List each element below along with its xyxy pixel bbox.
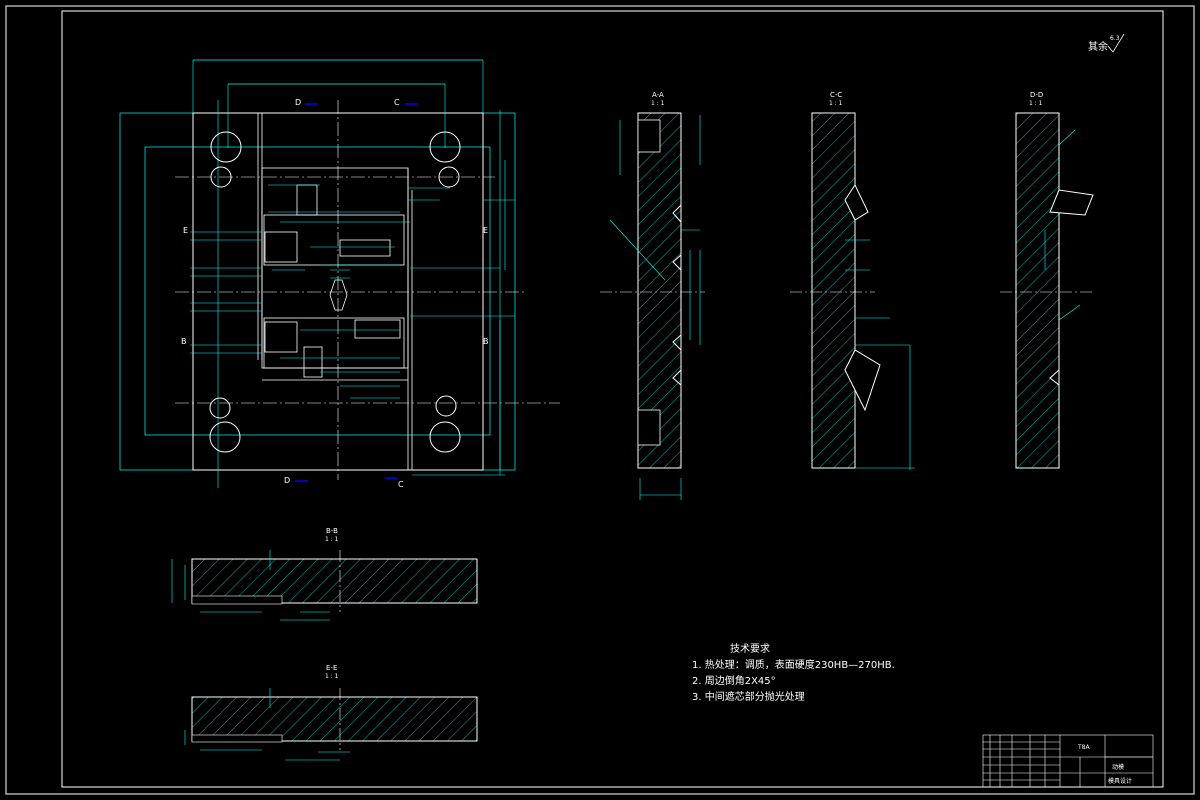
dim-inner-box — [144, 146, 491, 436]
svg-text:E: E — [183, 226, 188, 235]
svg-text:B: B — [483, 337, 489, 346]
outer-frame — [5, 5, 1195, 795]
guide-hole — [438, 166, 460, 188]
section-a-a: A-A 1 : 1 — [600, 91, 705, 500]
title-block-material: T8A — [1078, 744, 1090, 751]
cyan-detail-lines — [190, 110, 515, 476]
section-title: C-C — [830, 91, 842, 99]
section-d-d: D-D 1 : 1 — [1000, 91, 1095, 469]
section-scale: 1 : 1 — [325, 536, 339, 543]
guide-hole — [429, 421, 461, 453]
tech-requirement-item: 1. 热处理：调质，表面硬度230HB—270HB. — [692, 660, 895, 671]
section-e-e: E-E 1 : 1 — [184, 664, 478, 761]
title-block-part-name: 动模 — [1112, 764, 1125, 771]
dim-outer-box — [119, 112, 516, 471]
svg-text:E: E — [483, 226, 488, 235]
inner-frame — [61, 10, 1164, 788]
roughness-symbol-icon: 6.3 — [1107, 33, 1125, 53]
section-markers: D C E B D C E B — [181, 98, 489, 489]
roughness-note: 其余 — [1088, 42, 1108, 53]
roughness-value: 6.3 — [1110, 35, 1120, 42]
guide-hole — [209, 421, 241, 453]
cavity-outline — [257, 113, 413, 470]
svg-text:C: C — [394, 98, 400, 107]
section-title: A-A — [652, 91, 664, 99]
section-scale: 1 : 1 — [651, 100, 665, 107]
tech-requirements-title: 技术要求 — [730, 644, 770, 655]
section-title: B-B — [326, 527, 338, 535]
title-block — [982, 734, 1154, 788]
tech-requirements: 技术要求 1. 热处理：调质，表面硬度230HB—270HB. 2. 周边倒角2… — [692, 642, 895, 706]
guide-hole — [429, 131, 461, 163]
section-title: D-D — [1030, 91, 1043, 99]
guide-hole — [210, 166, 232, 188]
svg-text:C: C — [398, 480, 404, 489]
section-scale: 1 : 1 — [829, 100, 843, 107]
svg-text:B: B — [181, 337, 187, 346]
section-c-c: C-C 1 : 1 — [790, 91, 915, 470]
guide-hole — [209, 397, 231, 419]
section-b-b: B-B 1 : 1 — [171, 527, 478, 621]
section-title: E-E — [326, 664, 337, 672]
tech-requirement-item: 3. 中间遮芯部分抛光处理 — [692, 692, 805, 703]
svg-text:D: D — [295, 98, 301, 107]
svg-text:D: D — [284, 476, 290, 485]
guide-hole — [435, 395, 457, 417]
title-block-drawing-no: 模具设计 — [1108, 778, 1133, 785]
main-plan-view: D C E B D C E B — [119, 59, 560, 489]
section-scale: 1 : 1 — [325, 673, 339, 680]
tech-requirement-item: 2. 周边倒角2X45° — [692, 676, 776, 687]
section-scale: 1 : 1 — [1029, 100, 1043, 107]
guide-hole — [210, 131, 242, 163]
